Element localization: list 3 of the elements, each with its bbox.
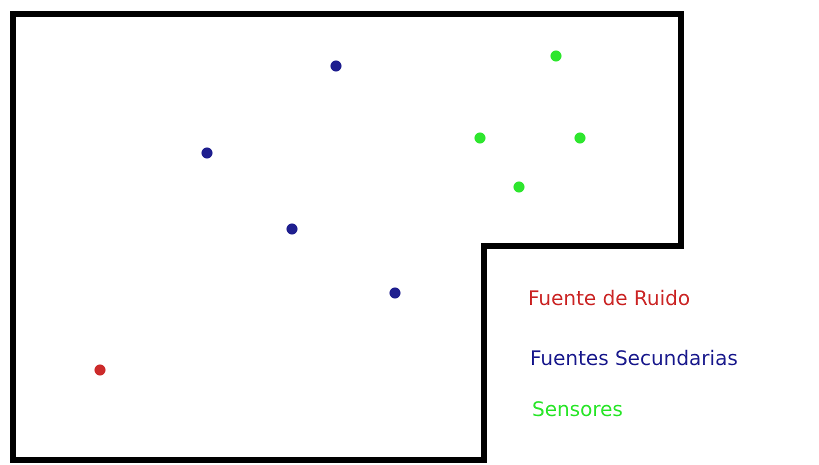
legend-label: Sensores — [532, 397, 623, 421]
legend-label: Fuente de Ruido — [528, 286, 690, 310]
legend-label: Fuentes Secundarias — [530, 346, 738, 370]
